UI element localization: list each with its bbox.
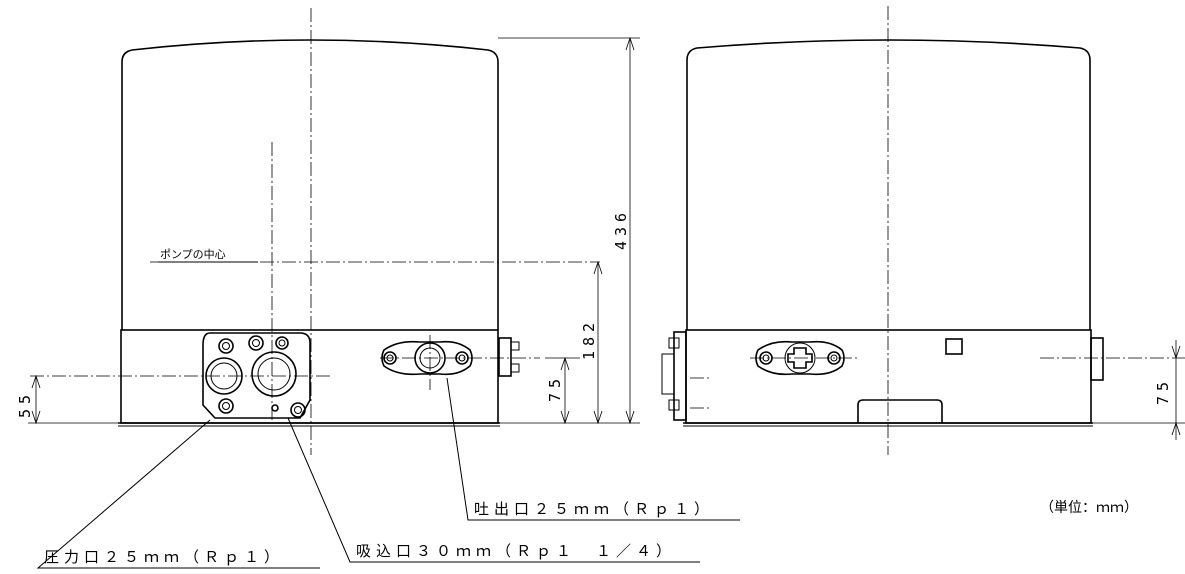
- dim-side-75-text: 75: [1154, 377, 1172, 405]
- suction-port-label: 吸込口３０ｍｍ（Ｒｐ１ １／４）: [356, 542, 676, 560]
- dim-side-port-height: 75: [1093, 340, 1185, 440]
- discharge-port-label: 吐出口２５ｍｍ（Ｒｐ１）: [474, 500, 714, 518]
- front-cover: [121, 39, 499, 330]
- dim-discharge-height: 75: [545, 356, 580, 425]
- dim-total-height: 436: [612, 36, 635, 425]
- side-view: [661, 6, 1185, 455]
- pressure-port-label: 圧力口２５ｍｍ（Ｒｐ１）: [44, 548, 284, 566]
- dim-pump-center-height: 182: [580, 260, 603, 425]
- dim-pressure-height: 55: [16, 374, 41, 425]
- discharge-flange: [381, 340, 473, 376]
- pump-center-label: ポンプの中心: [160, 248, 226, 261]
- pressure-suction-plate: [202, 332, 311, 419]
- front-view: [30, 8, 600, 455]
- dim-436-text: 436: [612, 208, 630, 250]
- dim-182-text: 182: [580, 318, 598, 360]
- side-base: [685, 329, 1092, 424]
- dim-55-text: 55: [16, 390, 34, 418]
- dim-75-text: 75: [546, 374, 564, 402]
- suction-port: [251, 351, 297, 397]
- unit-label: （単位：ｍｍ）: [1040, 500, 1138, 516]
- side-flange: [755, 340, 845, 376]
- side-square: [945, 338, 963, 355]
- side-cover: [686, 39, 1091, 330]
